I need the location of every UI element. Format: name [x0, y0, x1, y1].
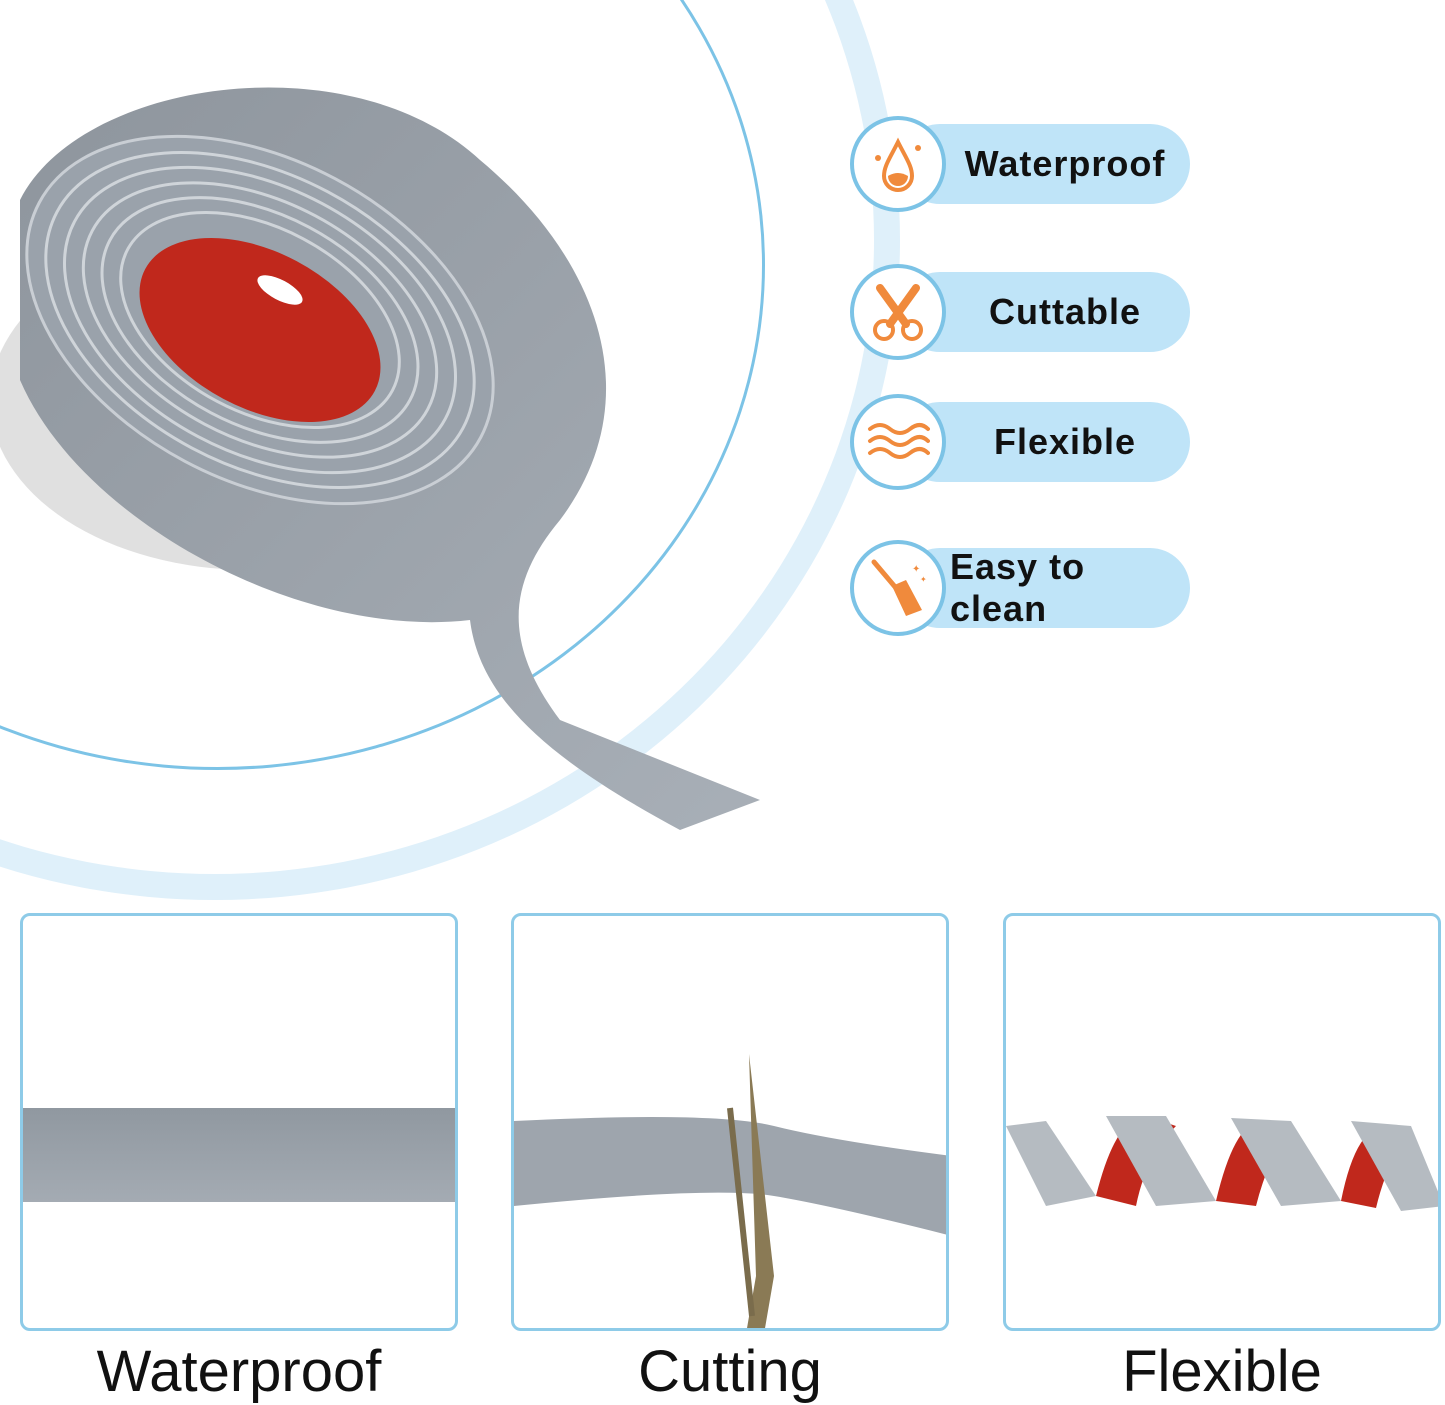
svg-text:✦: ✦ [912, 564, 920, 575]
panel-cutting [511, 913, 949, 1331]
tape-cut-image [514, 1054, 946, 1328]
panel-waterproof [20, 913, 458, 1331]
feature-label: Easy to clean [950, 546, 1086, 629]
scissors-icon [850, 264, 946, 360]
feature-badge-flexible: Flexible [850, 394, 1190, 490]
waves-icon [850, 394, 946, 490]
feature-label: Waterproof [964, 143, 1166, 184]
svg-text:✦: ✦ [920, 575, 927, 584]
feature-label: Cuttable [989, 291, 1141, 332]
tape-strip-image [23, 1108, 455, 1202]
feature-label: Flexible [993, 421, 1137, 462]
feature-badge-cuttable: Cuttable [850, 264, 1190, 360]
panel-flexible [1003, 913, 1441, 1331]
tape-spiral-image [1006, 1116, 1438, 1211]
caption-waterproof: Waterproof [96, 1339, 382, 1404]
water-drop-icon [850, 116, 946, 212]
feature-badge-waterproof: Waterproof [850, 116, 1190, 212]
feature-badge-easy-clean: ✦✦ Easy to clean [850, 540, 1190, 636]
caption-cutting: Cutting [638, 1339, 822, 1404]
caption-flexible: Flexible [1122, 1339, 1322, 1404]
tape-roll-image [0, 87, 760, 830]
broom-icon: ✦✦ [850, 540, 946, 636]
